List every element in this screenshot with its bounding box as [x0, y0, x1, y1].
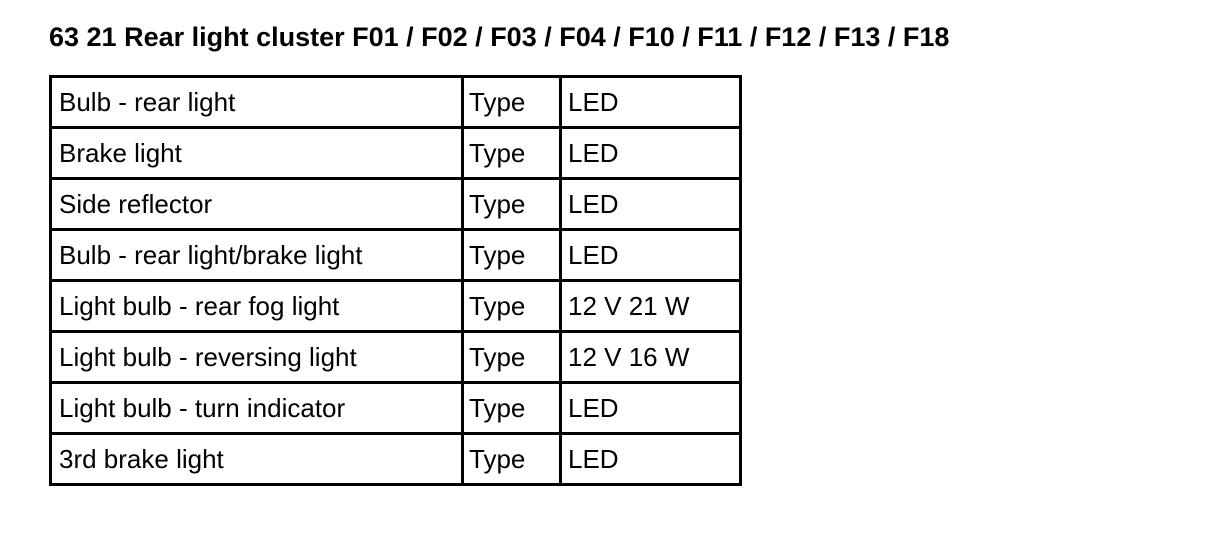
type-label-cell: Type	[461, 126, 562, 180]
table-row: Bulb - rear light/brake light Type LED	[49, 228, 742, 282]
table-row: Side reflector Type LED	[49, 177, 742, 231]
component-name-cell: 3rd brake light	[49, 432, 464, 486]
component-name-cell: Bulb - rear light/brake light	[49, 228, 464, 282]
type-label-cell: Type	[461, 228, 562, 282]
rear-light-cluster-spec-table: Bulb - rear light Type LED Brake light T…	[49, 75, 742, 486]
component-name-cell: Light bulb - reversing light	[49, 330, 464, 384]
type-value-cell: LED	[559, 177, 742, 231]
component-name-cell: Bulb - rear light	[49, 75, 464, 129]
type-value-cell: LED	[559, 126, 742, 180]
table-row: Light bulb - turn indicator Type LED	[49, 381, 742, 435]
type-value-cell: 12 V 16 W	[559, 330, 742, 384]
component-name-cell: Light bulb - rear fog light	[49, 279, 464, 333]
type-value-cell: LED	[559, 228, 742, 282]
type-value-cell: LED	[559, 432, 742, 486]
component-name-cell: Light bulb - turn indicator	[49, 381, 464, 435]
type-label-cell: Type	[461, 432, 562, 486]
type-value-cell: 12 V 21 W	[559, 279, 742, 333]
type-label-cell: Type	[461, 75, 562, 129]
type-label-cell: Type	[461, 330, 562, 384]
table-row: Light bulb - reversing light Type 12 V 1…	[49, 330, 742, 384]
component-name-cell: Side reflector	[49, 177, 464, 231]
component-name-cell: Brake light	[49, 126, 464, 180]
table-row: Brake light Type LED	[49, 126, 742, 180]
type-value-cell: LED	[559, 381, 742, 435]
page-title: 63 21 Rear light cluster F01 / F02 / F03…	[49, 22, 950, 52]
type-value-cell: LED	[559, 75, 742, 129]
type-label-cell: Type	[461, 381, 562, 435]
table-row: Light bulb - rear fog light Type 12 V 21…	[49, 279, 742, 333]
type-label-cell: Type	[461, 177, 562, 231]
type-label-cell: Type	[461, 279, 562, 333]
table-row: Bulb - rear light Type LED	[49, 75, 742, 129]
table-row: 3rd brake light Type LED	[49, 432, 742, 486]
table-body: Bulb - rear light Type LED Brake light T…	[49, 75, 742, 486]
